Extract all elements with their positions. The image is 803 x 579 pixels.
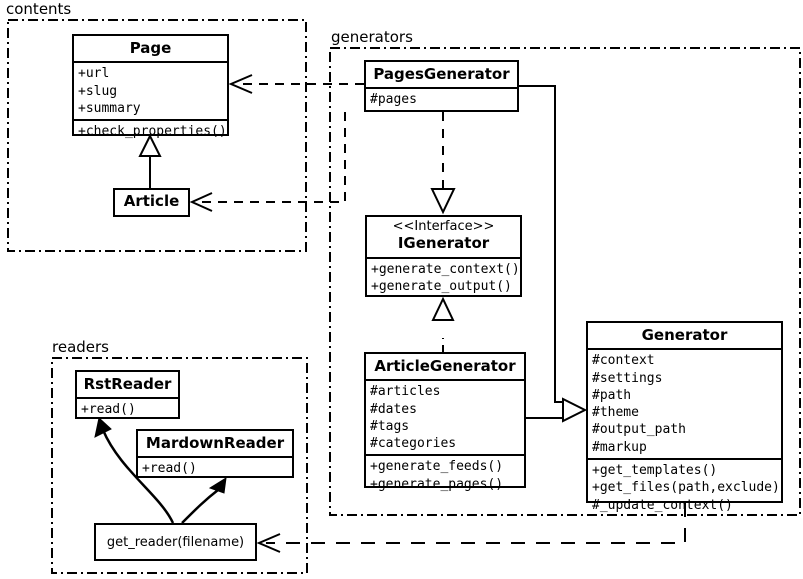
attribute-item: #context [592,353,655,369]
method-item: +get_templates() [592,462,718,478]
method-item: +generate_feeds() [370,459,504,475]
package-label-generators: generators [331,28,413,46]
class-box-igenerator[interactable]: <<Interface>> IGenerator +generate_conte… [365,215,522,297]
dependency-arrowhead-page [228,74,253,94]
connector-generator-to-get-reader [266,503,686,544]
class-title-pages-generator: PagesGenerator [373,65,510,83]
class-methods-page: +check_properties() [74,119,227,142]
connector-articlegenerator-to-generator [526,410,567,419]
method-item: +generate_output() [371,279,512,295]
method-item: +generate_context() [371,262,520,278]
class-title-article: Article [123,192,180,210]
class-stereotype-igenerator: <<Interface>> [392,219,495,234]
flow-arrowhead-rstreader [94,417,112,438]
class-title-article-generator: ArticleGenerator [374,357,516,375]
class-box-article[interactable]: Article [113,188,190,217]
package-label-readers: readers [52,338,109,356]
connector-get-reader-to-mardownreader [181,489,219,524]
generalization-arrowhead-generator [562,397,588,423]
attribute-item: #settings [592,370,663,386]
class-attributes-article-generator: #articles #dates #tags #categories [366,379,524,454]
method-item: +generate_pages() [370,476,504,492]
class-attributes-pages-generator: #pages [366,87,517,110]
class-methods-rst-reader: +read() [77,397,178,420]
attribute-item: +summary [78,100,141,116]
class-attributes-page: +url +slug +summary [74,61,227,119]
dependency-arrowhead-get-reader [256,533,281,553]
realization-arrowhead-igenerator-top [430,188,456,215]
method-item: +read() [81,402,136,418]
package-frame-readers [51,357,308,574]
class-box-mardown-reader[interactable]: MardownReader +read() [136,429,294,478]
attribute-item: #dates [370,401,417,417]
class-box-article-generator[interactable]: ArticleGenerator #articles #dates #tags … [364,352,526,492]
package-frame-generators [329,47,801,516]
attribute-item: #theme [592,405,639,421]
flow-arrowhead-mardownreader [208,477,227,494]
method-item: #_update_context() [592,497,733,513]
attribute-item: #categories [370,436,457,452]
package-label-contents: contents [6,0,72,18]
class-box-rst-reader[interactable]: RstReader +read() [75,370,180,419]
method-item: +get_files(path,exclude) [592,480,780,496]
attribute-item: #tags [370,418,410,434]
connector-get-reader-to-rstreader [101,429,175,524]
attribute-item: #pages [370,92,417,108]
connector-pagesgenerator-to-generator [519,85,567,410]
class-title-igenerator: IGenerator [397,233,490,252]
class-box-pages-generator[interactable]: PagesGenerator #pages [364,60,519,112]
class-title-page: Page [129,39,172,57]
package-frame-contents [7,19,307,252]
class-methods-mardown-reader: +read() [138,456,292,479]
method-item: +read() [142,461,197,477]
attribute-item: #articles [370,384,441,400]
attribute-item: #output_path [592,422,686,438]
class-methods-article-generator: +generate_feeds() +generate_pages() [366,454,524,495]
class-title-generator: Generator [641,326,728,344]
class-title-rst-reader: RstReader [83,375,172,393]
attribute-item: +url [78,66,110,82]
class-box-generator[interactable]: Generator #context #settings #path #them… [586,321,783,513]
method-item: +check_properties() [78,124,227,140]
class-title-mardown-reader: MardownReader [145,434,285,452]
dependency-arrowhead-article [189,192,213,212]
class-methods-igenerator: +generate_context() +generate_output() [367,257,520,298]
attribute-item: #path [592,387,632,403]
generalization-arrowhead-page [138,133,162,157]
class-box-page[interactable]: Page +url +slug +summary +check_properti… [72,34,229,139]
realization-arrowhead-igenerator-bottom [431,296,455,321]
attribute-item: +slug [78,83,118,99]
attribute-item: #markup [592,439,647,455]
class-methods-generator: +get_templates() +get_files(path,exclude… [588,457,781,516]
function-label-get-reader: get_reader(filename) [106,534,245,550]
class-attributes-generator: #context #settings #path #theme #output_… [588,348,781,458]
function-box-get-reader[interactable]: get_reader(filename) [94,523,257,561]
